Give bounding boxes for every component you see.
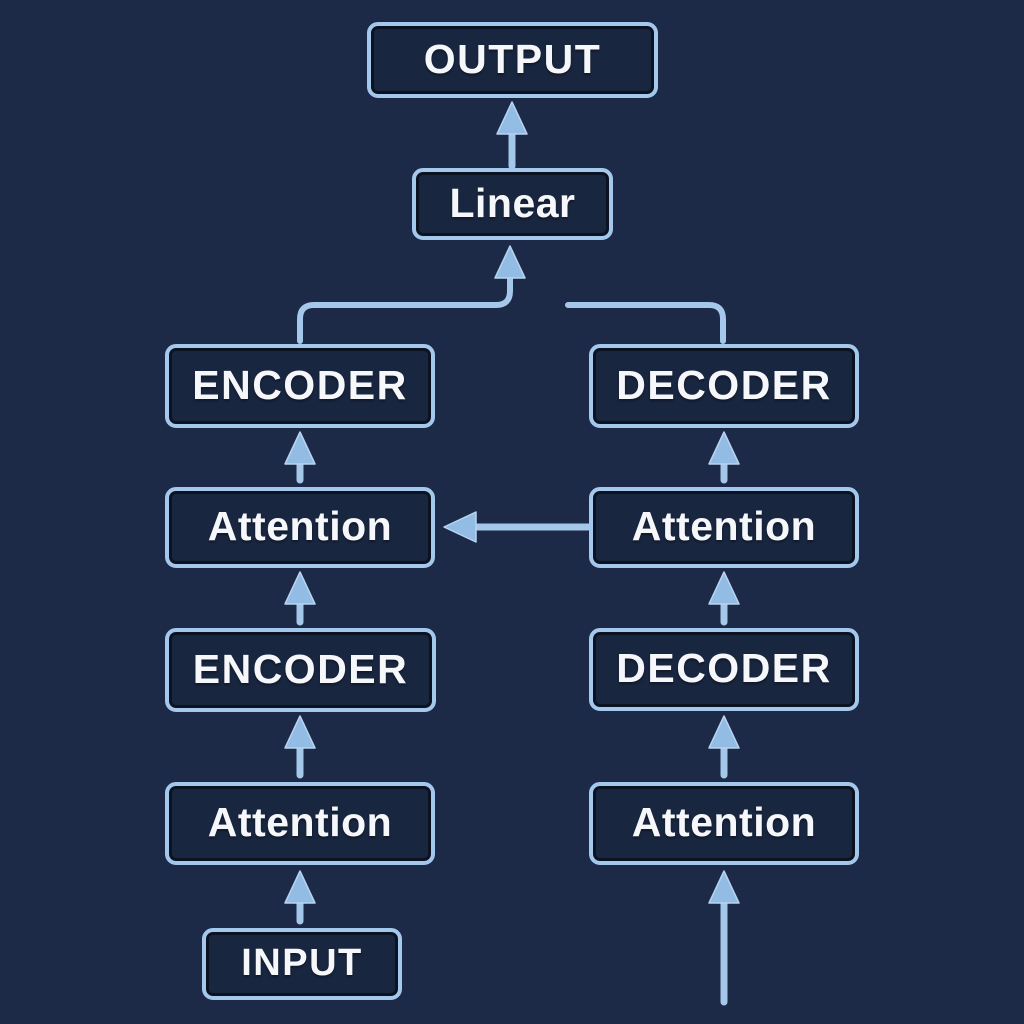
arrow-attention-to-decoder-bottom [708,715,740,779]
arrow-linear-to-output [496,101,528,170]
arrow-encoder-top-to-linear [297,245,526,344]
node-attention-right-upper-label: Attention [631,503,817,549]
node-output-label: OUTPUT [423,35,602,82]
node-attention-left-lower-label: Attention [207,799,393,845]
node-output: OUTPUT [367,22,658,98]
arrow-attention-to-decoder-top [708,431,740,484]
node-attention-right-lower-label: Attention [631,799,817,845]
node-decoder-bottom: DECODER [589,628,859,711]
node-attention-right-upper: Attention [589,487,859,568]
arrow-decoder-bottom-to-attention [708,571,740,626]
node-linear-label: Linear [449,179,576,226]
node-decoder-top-label: DECODER [616,361,832,408]
arrow-attention-right-to-left [443,511,592,543]
node-decoder-top: DECODER [589,344,859,428]
node-attention-left-lower: Attention [165,782,435,865]
node-encoder-top-label: ENCODER [192,361,408,408]
node-input: INPUT [202,928,402,1000]
node-encoder-top: ENCODER [165,344,435,428]
arrow-input-to-attention [284,870,316,925]
arrow-attention-to-encoder-bottom [284,715,316,779]
node-attention-left-upper-label: Attention [207,503,393,549]
node-linear: Linear [412,168,613,240]
node-attention-left-upper: Attention [165,487,435,568]
node-encoder-bottom-label: ENCODER [192,645,409,692]
line-decoder-top-elbow [565,302,726,344]
node-decoder-bottom-label: DECODER [616,645,832,691]
arrow-encoder-bottom-to-attention [284,571,316,626]
node-input-label: INPUT [241,941,363,984]
node-encoder-bottom: ENCODER [165,628,436,712]
arrow-attention-to-encoder-top [284,431,316,484]
node-attention-right-lower: Attention [589,782,859,865]
arrow-bottom-to-attention-right [708,870,740,1006]
